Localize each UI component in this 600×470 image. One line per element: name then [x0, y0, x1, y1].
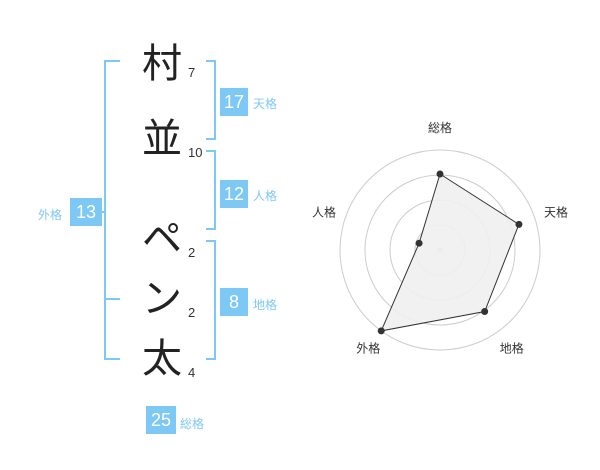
radar-point-0 — [436, 170, 444, 178]
stroke-count-3: 2 — [188, 245, 196, 260]
name-char-5: 太 — [142, 336, 182, 382]
stroke-count-1: 7 — [188, 65, 196, 80]
tenkaku-label: 天格 — [253, 97, 278, 111]
name-char-4: ン — [142, 276, 182, 322]
name-char-3: ペ — [142, 216, 182, 262]
radar-axis-label-0: 総格 — [428, 120, 452, 135]
jinkaku-value-box: 12 — [220, 180, 248, 208]
radar-point-4 — [415, 239, 423, 247]
soukaku-label: 総格 — [180, 417, 205, 431]
radar-point-3 — [377, 327, 385, 335]
stroke-count-4: 2 — [188, 305, 196, 320]
radar-axis-label-1: 天格 — [544, 204, 568, 219]
stroke-count-2: 10 — [188, 145, 203, 160]
radar-axis-label-4: 人格 — [312, 204, 336, 219]
jinkaku-label: 人格 — [253, 189, 278, 203]
soukaku-value-box: 25 — [146, 406, 176, 434]
gaikaku-label: 外格 — [38, 208, 63, 222]
radar-axis-label-2: 地格 — [500, 341, 524, 356]
stroke-count-5: 4 — [188, 365, 196, 380]
gaikaku-value-box: 13 — [70, 198, 102, 226]
chikaku-label: 地格 — [253, 298, 278, 312]
name-char-1: 村 — [142, 41, 182, 87]
radar-grid-ring — [339, 149, 541, 351]
radar-series-polygon — [380, 173, 520, 332]
radar-point-2 — [481, 307, 489, 315]
tenkaku-value-box: 17 — [220, 88, 248, 116]
radar-axis-label-3: 外格 — [356, 341, 380, 356]
radar-point-1 — [515, 220, 523, 228]
chikaku-value-box: 8 — [220, 288, 248, 316]
name-char-2: 並 — [142, 116, 182, 162]
